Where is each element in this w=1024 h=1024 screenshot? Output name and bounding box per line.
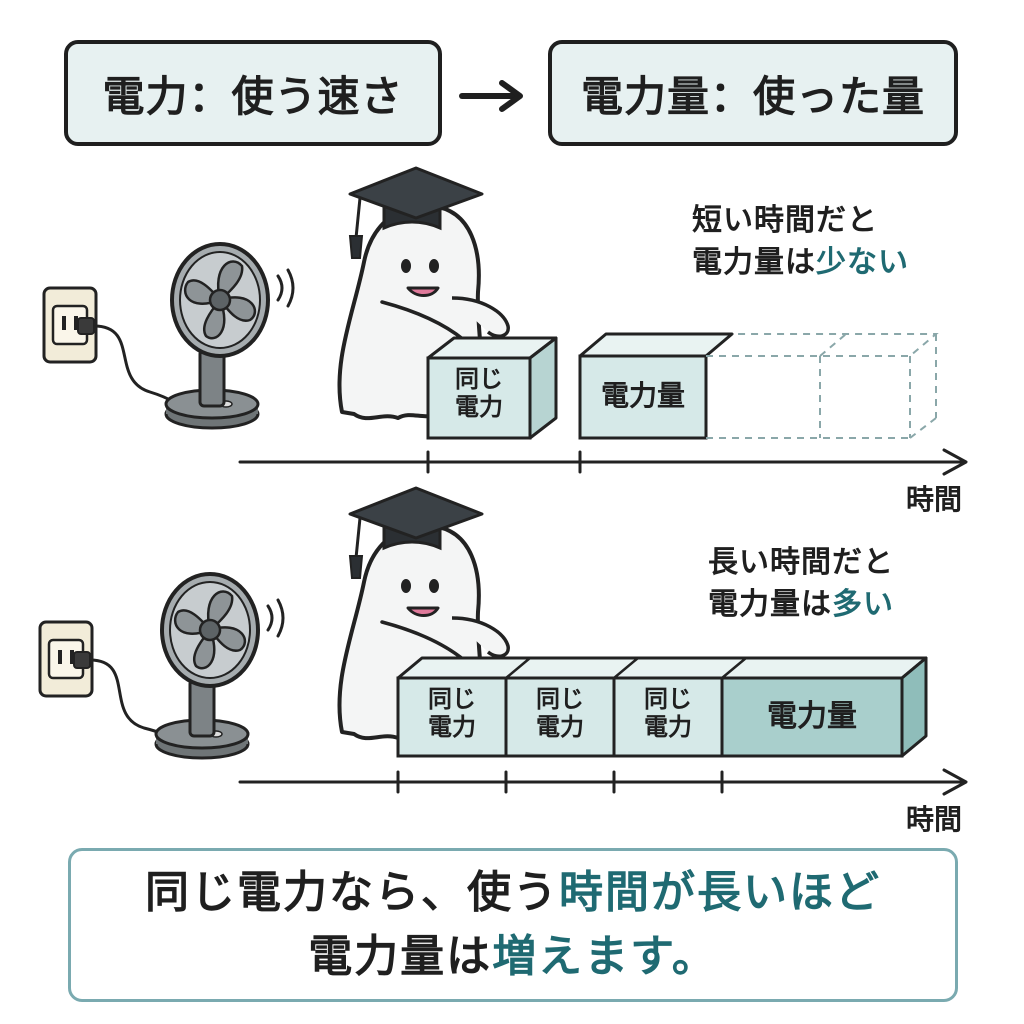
short-time-caption-prefix: 電力量は	[692, 245, 816, 280]
summary-line2-highlight: 増えます。	[492, 931, 718, 982]
summary-line1: 同じ電力なら、使う時間が長いほど	[145, 861, 881, 925]
energy-block-small	[578, 332, 734, 440]
time-axis-long	[238, 768, 968, 796]
time-axis-short	[238, 448, 968, 476]
dashed-potential-blocks	[706, 333, 939, 439]
same-power-label-2-line2: 電力	[536, 712, 584, 741]
wall-outlet-icon-2	[38, 620, 94, 698]
same-power-label-3-line2: 電力	[644, 712, 692, 741]
power-cord-2	[89, 658, 171, 738]
short-time-caption-line1: 短い時間だと	[692, 203, 878, 238]
energy-label-large: 電力量	[767, 699, 857, 734]
arrow-right-icon	[459, 80, 523, 112]
energy-label-small: 電力量	[600, 379, 685, 412]
same-power-label-line1: 同じ	[455, 365, 503, 393]
same-power-label-1-line1: 同じ	[428, 685, 476, 713]
summary-line2: 電力量は増えます。	[308, 925, 718, 989]
long-time-caption-line1: 長い時間だと	[708, 545, 894, 580]
energy-definition-box: 電力量：使った量	[548, 40, 958, 146]
electric-fan-icon	[164, 242, 295, 430]
wall-outlet-icon	[42, 286, 98, 364]
power-definition-text: 電力：使う速さ	[102, 71, 404, 121]
time-axis-label-long: 時間	[906, 803, 963, 836]
electric-fan-icon-2	[154, 572, 285, 760]
same-power-label-3: 同じ 電力	[614, 685, 722, 741]
same-power-label-2-line1: 同じ	[536, 685, 584, 713]
power-cord	[93, 324, 179, 406]
power-definition-box: 電力：使う速さ	[64, 40, 442, 146]
long-blocks	[396, 656, 928, 758]
long-time-caption-highlight: 多い	[832, 587, 894, 622]
same-power-label-3-line1: 同じ	[644, 685, 692, 713]
time-axis-label-short: 時間	[906, 483, 963, 516]
short-time-caption-line2: 電力量は少ない	[692, 242, 909, 284]
same-power-label-line2: 電力	[455, 392, 503, 421]
summary-box: 同じ電力なら、使う時間が長いほど 電力量は増えます。	[68, 848, 958, 1002]
long-time-caption: 長い時間だと 電力量は多い	[708, 542, 894, 626]
summary-line2-prefix: 電力量は	[308, 931, 493, 982]
long-time-caption-prefix: 電力量は	[708, 587, 832, 622]
short-time-caption: 短い時間だと 電力量は少ない	[692, 200, 909, 284]
same-power-label: 同じ 電力	[428, 365, 530, 421]
short-time-caption-highlight: 少ない	[816, 245, 909, 280]
summary-line1-prefix: 同じ電力なら、使う	[145, 867, 559, 918]
same-power-label-1-line2: 電力	[428, 712, 476, 741]
long-time-caption-line2: 電力量は多い	[708, 584, 894, 626]
summary-line1-highlight: 時間が長いほど	[559, 867, 881, 918]
energy-definition-text: 電力量：使った量	[580, 71, 925, 121]
same-power-label-1: 同じ 電力	[398, 685, 506, 741]
same-power-label-2: 同じ 電力	[506, 685, 614, 741]
same-power-block	[426, 336, 558, 440]
